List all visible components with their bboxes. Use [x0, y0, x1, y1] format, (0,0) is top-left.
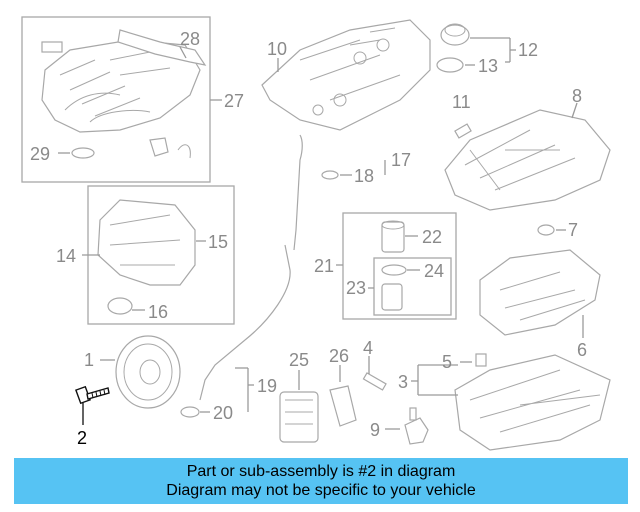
lower-oil-pan[interactable]	[479, 224, 601, 338]
callout-5: 5	[442, 352, 452, 372]
crankshaft-pulley-bolt[interactable]	[75, 385, 110, 425]
callout-4: 4	[363, 338, 373, 358]
callout-11: 11	[452, 92, 471, 112]
crankshaft-pulley[interactable]	[100, 335, 181, 409]
banner-line-part-number: Part or sub-assembly is #2 in diagram	[186, 463, 456, 480]
callout-28: 28	[180, 29, 200, 49]
callout-27: 27	[224, 91, 244, 111]
callout-16: 16	[148, 302, 168, 322]
callout-24: 24	[424, 261, 444, 281]
banner-line-disclaimer: Diagram may not be specific to your vehi…	[166, 482, 476, 499]
dipstick-tube[interactable]	[180, 244, 291, 418]
callout-6: 6	[577, 340, 587, 360]
callout-7: 7	[568, 220, 578, 240]
oil-cooler[interactable]	[279, 370, 319, 443]
callout-15: 15	[208, 232, 228, 252]
callout-17: 17	[391, 150, 411, 170]
oil-filter-assembly[interactable]	[336, 212, 457, 320]
oil-sump[interactable]	[411, 353, 611, 451]
callout-3: 3	[398, 372, 408, 392]
oil-filler-cap[interactable]	[436, 23, 516, 73]
callout-22: 22	[422, 227, 442, 247]
callout-8: 8	[572, 86, 582, 106]
intake-manifold-assembly[interactable]	[21, 16, 222, 183]
callout-13: 13	[478, 56, 498, 76]
oil-level-sensor[interactable]	[385, 407, 429, 445]
callout-25: 25	[289, 350, 309, 370]
callout-26: 26	[329, 346, 349, 366]
callout-12: 12	[518, 40, 538, 60]
callout-23: 23	[346, 278, 366, 298]
callout-10: 10	[267, 39, 287, 59]
callout-2: 2	[77, 428, 87, 448]
parts-diagram: 1 2 3 4 5 6 7 8 9 10 11 12 13 14 15 16 1…	[21, 16, 611, 451]
callout-29: 29	[30, 144, 50, 164]
oil-cooler-gasket[interactable]	[329, 365, 357, 427]
callout-19: 19	[257, 376, 277, 396]
valve-cover[interactable]	[261, 19, 431, 131]
callout-9: 9	[370, 420, 380, 440]
dipstick-guide[interactable]	[293, 134, 386, 251]
callout-14: 14	[56, 246, 76, 266]
callout-18: 18	[354, 166, 374, 186]
callout-20: 20	[213, 403, 233, 423]
timing-cover-assembly[interactable]	[82, 185, 235, 325]
callout-1: 1	[84, 350, 94, 370]
gasket-strip[interactable]	[362, 356, 387, 391]
upper-oil-pan[interactable]	[444, 102, 611, 211]
info-banner: Part or sub-assembly is #2 in diagram Di…	[14, 458, 628, 504]
callout-21: 21	[314, 256, 334, 276]
